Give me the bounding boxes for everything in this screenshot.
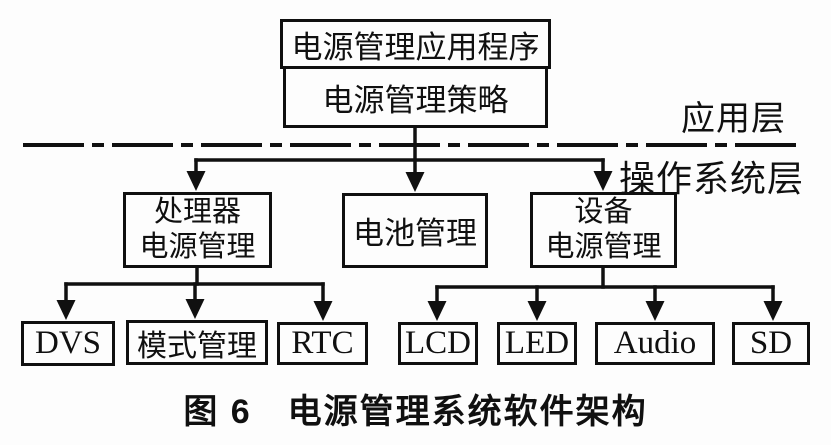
arrowhead-sd bbox=[763, 301, 783, 321]
arrowhead-lcd bbox=[427, 301, 447, 321]
node-battery-management: 电池管理 bbox=[342, 193, 488, 268]
node-dvs: DVS bbox=[21, 321, 115, 366]
node-device-power-management: 设备 电源管理 bbox=[530, 192, 677, 268]
arrowhead-battery bbox=[405, 172, 425, 192]
node-audio: Audio bbox=[595, 322, 715, 365]
node-power-management-policy: 电源管理策略 bbox=[283, 66, 548, 128]
arrowhead-dvs bbox=[56, 300, 76, 320]
node-rtc: RTC bbox=[277, 322, 368, 365]
node-led: LED bbox=[497, 322, 577, 365]
arrowhead-audio bbox=[645, 301, 665, 321]
arrowhead-rtc bbox=[313, 301, 333, 321]
figure-caption: 图 6 电源管理系统软件架构 bbox=[183, 393, 648, 431]
node-lcd: LCD bbox=[398, 322, 478, 365]
application-layer-label: 应用层 bbox=[681, 101, 786, 138]
arrowhead-mode bbox=[185, 299, 205, 319]
arrowhead-processor bbox=[186, 171, 206, 191]
os-layer-label: 操作系统层 bbox=[619, 159, 805, 199]
node-power-management-application: 电源管理应用程序 bbox=[280, 19, 551, 69]
node-mode-management: 模式管理 bbox=[126, 320, 268, 365]
node-processor-power-management: 处理器 电源管理 bbox=[123, 192, 272, 268]
arrowhead-device bbox=[593, 171, 613, 191]
arrowhead-led bbox=[527, 301, 547, 321]
node-sd: SD bbox=[732, 322, 810, 365]
